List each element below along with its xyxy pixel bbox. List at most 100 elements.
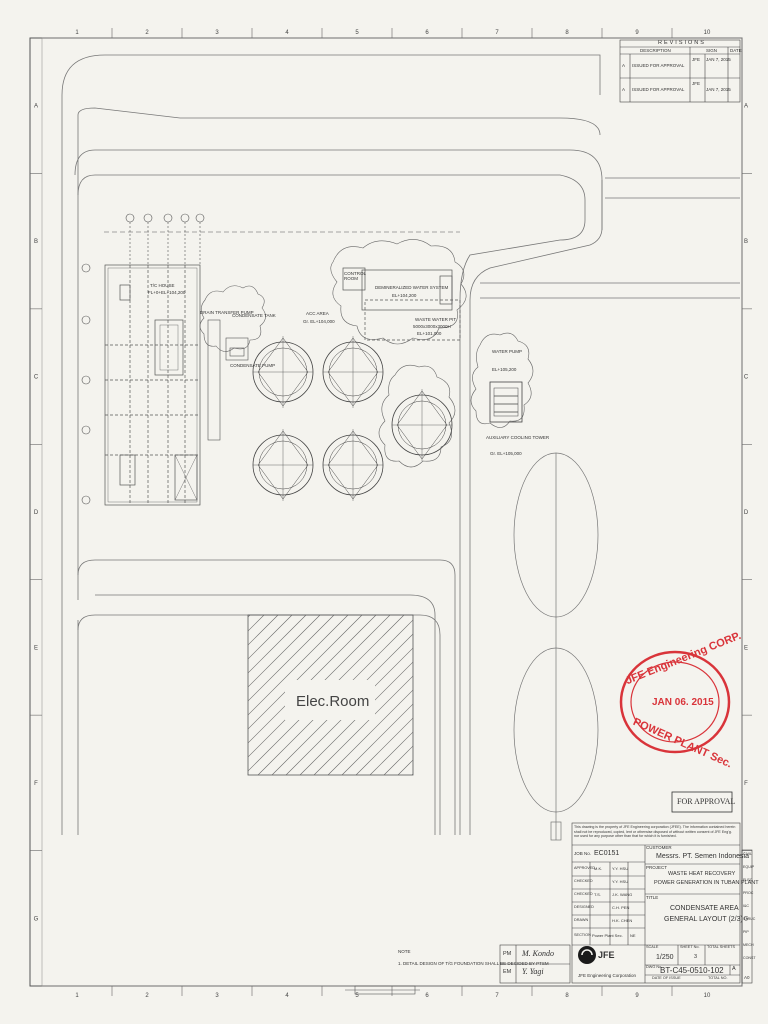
disclaimer-text: This drawing is the property of JFE Engi… [574, 825, 736, 839]
grid-column-label: 4 [285, 993, 289, 999]
notes-header: NOTE [398, 949, 411, 954]
grid-row-label: C [744, 375, 749, 381]
grid-column-label: 2 [145, 30, 149, 36]
hatch-line [248, 615, 279, 646]
grid-column-label: 5 [355, 993, 359, 999]
revisions-col-description: DESCRIPTION [640, 48, 671, 53]
pm-signature: M. Kondo [522, 949, 554, 958]
customer-label: CUSTOMER [646, 845, 672, 850]
demineralized-elevation: EL+104,200 [392, 293, 417, 298]
water-pump-elevation: EL+105,200 [492, 367, 517, 372]
total-sheets-label: TOTAL SHEETS [707, 945, 735, 949]
tc-house-elevation: FL+0+EL+104,200 [148, 290, 186, 295]
condensate-tank-label: CONDENSATE TANK [232, 313, 276, 318]
revision-description: ISSUED FOR APPROVAL [632, 63, 685, 68]
date-of-issue-label: DATE OF ISSUE [652, 976, 681, 980]
auxiliary-cooling-tower [489, 381, 523, 423]
scale-label: SCALE [646, 945, 659, 949]
hatch-line [248, 615, 293, 660]
grid-row-label: E [744, 645, 748, 651]
side-code: STRUC [743, 917, 756, 921]
demineralized-water-system [342, 267, 461, 341]
acc-cloud [378, 364, 456, 468]
project-label: PROJECT [646, 865, 668, 870]
grid-column-label: 4 [285, 30, 289, 36]
hatch-line [248, 615, 363, 730]
company-name: JFE Engineering Corporation [578, 973, 637, 978]
job-no: EC0151 [594, 850, 620, 857]
grid-column-label: 1 [75, 30, 79, 36]
grid-row-label: B [34, 239, 38, 245]
hatch-line [440, 615, 600, 775]
column-ticks [111, 28, 673, 996]
designed-sig: T.S. [594, 892, 601, 897]
grid-column-label: 10 [704, 993, 711, 999]
total-no-label: TOTAL NO. [708, 976, 728, 980]
drawn-label: DRAWN [574, 918, 589, 922]
grid-column-label: 3 [215, 993, 219, 999]
grid-row-label: A [34, 104, 38, 110]
side-code: MECH [743, 943, 754, 947]
grid-row-label: F [744, 781, 748, 787]
checked-label-2: CHECKED [574, 892, 593, 896]
for-approval-box [671, 791, 733, 813]
hatch-line [248, 615, 335, 702]
drain-transfer-pump-label: DRAIN TRANSFER PUMP [200, 310, 254, 315]
revisions-col-date: DATE [730, 48, 742, 53]
paper-size: A0 [744, 975, 750, 980]
hatch-line [248, 615, 349, 716]
grid-column-label: 1 [75, 993, 79, 999]
hatch-line [327, 689, 413, 775]
approval-stamp [619, 650, 731, 754]
approved-label: APPROVED [574, 866, 596, 870]
project-line-2: POWER GENERATION IN TUBAN PLANT [654, 880, 759, 886]
jfe-logo [578, 946, 596, 964]
title-label: TITLE [646, 895, 659, 900]
dwg-no: BT-C45-0510-102 [660, 966, 724, 975]
hatch-line [355, 717, 413, 775]
acc-area [252, 336, 453, 501]
acc-cell-5 [391, 389, 453, 461]
approved-sig: M.K. [594, 866, 603, 871]
revision-mark: A [622, 87, 626, 92]
acc-cell-4 [322, 429, 384, 501]
section-value: Power Plant Sec. [592, 933, 623, 938]
stamp-date: JAN 06. 2015 [652, 697, 714, 708]
sheet-value: 3 [694, 954, 698, 960]
hatch-line [62, 615, 222, 775]
building-grid-bubbles [81, 213, 460, 505]
grid-row-label: A [744, 104, 748, 110]
pm-em-box [499, 944, 571, 984]
side-code: CONST [743, 956, 756, 960]
side-code: I&C [743, 904, 749, 908]
checked-name: Y.Y. HSU [612, 879, 629, 884]
hatch-line [411, 773, 413, 775]
road-outline [61, 54, 740, 835]
side-code: PROC [743, 891, 754, 895]
revision-date: JAN 7, 2015 [706, 57, 731, 62]
job-no-label: JOB No. [574, 851, 592, 856]
jfe-logo-text: JFE [598, 950, 615, 960]
for-approval-text: FOR APPROVAL [677, 797, 736, 806]
checked-label: CHECKED [574, 879, 593, 883]
grid-column-label: 6 [425, 993, 429, 999]
grid-row-label: D [34, 510, 39, 516]
grid-row-label: G [744, 916, 749, 922]
hatch-line [248, 615, 265, 632]
hatch-line [426, 615, 586, 775]
title-line-1: CONDENSATE AREA [670, 905, 739, 912]
hatch-line [299, 661, 413, 775]
waste-water-pit-size: 5000x3000x3000H [413, 324, 451, 329]
section-label: SECTION [574, 933, 591, 937]
revisions-header: REVISIONS [658, 40, 706, 46]
condensate-tank [207, 319, 249, 441]
hatch-line [341, 703, 413, 775]
elec-room [62, 614, 600, 776]
project-line-1: WASTE HEAT RECOVERY [668, 871, 736, 877]
acc-cell-1 [252, 336, 314, 408]
grid-column-label: 7 [495, 30, 499, 36]
side-code: PIP [743, 930, 749, 934]
grid-column-label: 3 [215, 30, 219, 36]
